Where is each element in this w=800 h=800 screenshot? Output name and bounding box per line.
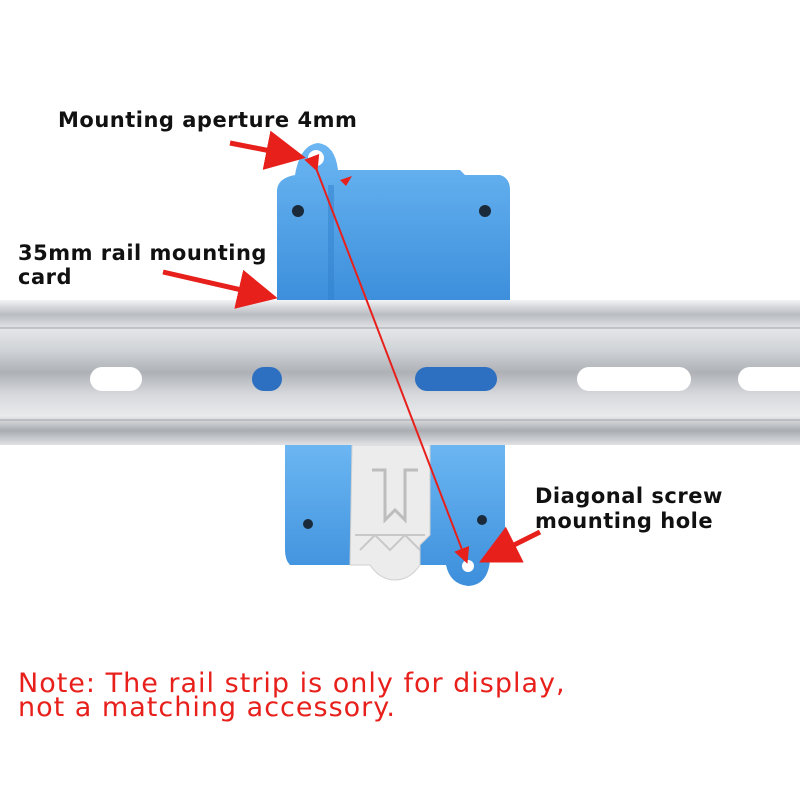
screw-icon xyxy=(479,205,491,217)
screw-icon xyxy=(292,205,304,217)
mounting-aperture-hole xyxy=(308,150,324,166)
annotation-arrows xyxy=(162,130,542,564)
screw-icon xyxy=(303,519,313,529)
note-line-2: not a matching accessory. xyxy=(18,692,396,723)
din-rail-clip xyxy=(349,444,431,581)
label-mounting-aperture: Mounting aperture 4mm xyxy=(58,108,358,132)
label-diagonal-2: mounting hole xyxy=(535,509,714,533)
arrow-aperture xyxy=(229,130,306,170)
label-rail-card-1: 35mm rail mounting xyxy=(18,241,267,265)
screw-icon xyxy=(477,515,487,525)
enclosure-top xyxy=(277,143,510,300)
arrow-rail-card xyxy=(162,269,278,309)
note-line-1: Note: The rail strip is only for display… xyxy=(18,668,566,699)
diagonal-screw-hole xyxy=(462,560,474,572)
label-rail-card-2: card xyxy=(18,265,73,289)
arrow-diagonal-hole xyxy=(479,526,542,563)
diagonal-measure-line xyxy=(304,153,470,564)
label-diagonal-1: Diagonal screw xyxy=(535,484,723,508)
